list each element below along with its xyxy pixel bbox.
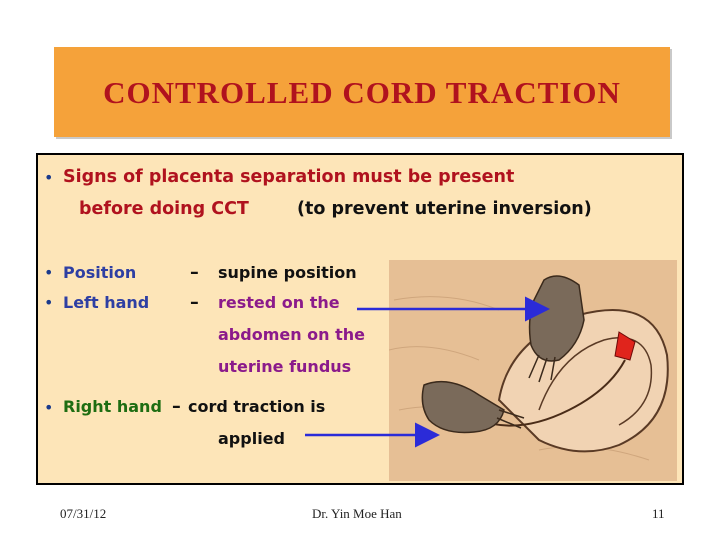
bullet-icon: • xyxy=(44,263,54,282)
bullet-icon: • xyxy=(44,293,54,312)
title-box: CONTROLLED CORD TRACTION xyxy=(54,47,670,137)
left-hand-label: Left hand xyxy=(63,293,150,312)
right-hand-label: Right hand xyxy=(63,397,162,416)
bullet-icon: • xyxy=(44,398,54,417)
left-hand-line1: rested on the xyxy=(218,293,340,312)
right-hand-dash: – xyxy=(172,397,181,417)
left-hand-line2: abdomen on the xyxy=(218,325,366,344)
footer-date: 07/31/12 xyxy=(60,506,107,521)
hand-illustration xyxy=(421,380,525,434)
right-hand-line1: cord traction is xyxy=(188,397,326,416)
left-hand-dash: – xyxy=(190,293,199,313)
left-hand-line3: uterine fundus xyxy=(218,357,352,376)
bullet1-line2-red: before doing CCT xyxy=(79,199,249,219)
position-value: supine position xyxy=(218,263,357,282)
footer-page-number: 11 xyxy=(652,506,665,521)
bullet-icon: • xyxy=(44,168,54,187)
position-label: Position xyxy=(63,263,137,282)
bullet1-line1: Signs of placenta separation must be pre… xyxy=(63,167,515,187)
slide-title: CONTROLLED CORD TRACTION xyxy=(103,75,621,110)
position-dash: – xyxy=(190,263,199,283)
right-hand-line2: applied xyxy=(218,429,285,448)
footer-author: Dr. Yin Moe Han xyxy=(312,506,402,521)
bullet1-line2-black: (to prevent uterine inversion) xyxy=(297,199,592,219)
